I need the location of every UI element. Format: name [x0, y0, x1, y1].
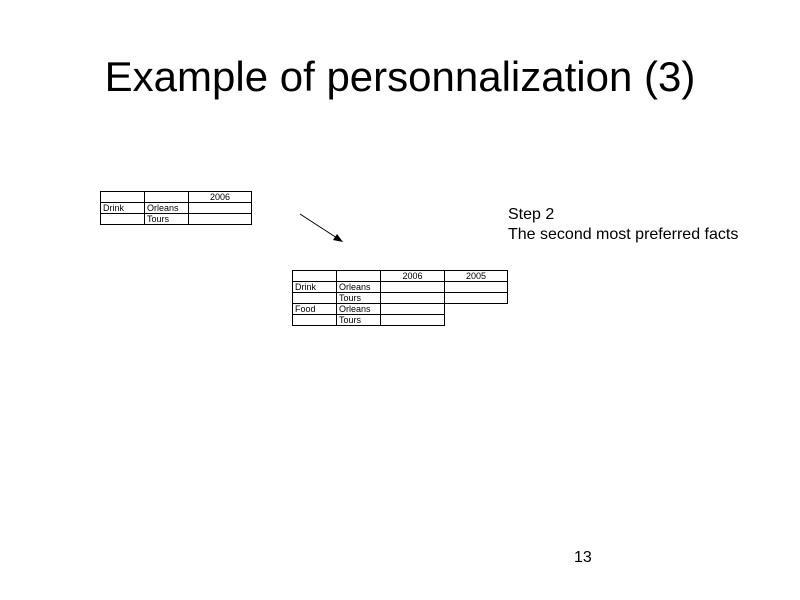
table-cell: Food: [292, 303, 337, 315]
table-cell: [336, 270, 381, 282]
table-row: Food Orleans: [292, 303, 508, 315]
table-cell: Drink: [100, 202, 145, 214]
table-cell: [380, 292, 445, 304]
table-cell: 2006: [188, 191, 252, 203]
table-cell: [144, 191, 189, 203]
table-cell: Orleans: [336, 281, 381, 293]
table-cell: [100, 191, 145, 203]
table-header-row: 2006: [100, 191, 252, 203]
table-row: Drink Orleans: [292, 281, 508, 293]
table-row: Drink Orleans: [100, 202, 252, 214]
table-cell: 2005: [444, 270, 508, 282]
table-cell: [292, 314, 337, 326]
table-cell: [188, 202, 252, 214]
table-empty-cell: [445, 315, 508, 326]
table-cell: [292, 292, 337, 304]
table-cell: [380, 281, 445, 293]
table-cell: Tours: [336, 314, 381, 326]
table-cell: [380, 314, 445, 326]
step-label: Step 2: [508, 206, 555, 223]
step-caption: Step 2 The second most preferred facts: [508, 205, 738, 245]
table-cell: [188, 213, 252, 225]
table-cell: [444, 281, 508, 293]
table-step1: 2006 Drink Orleans Tours: [100, 191, 252, 225]
page-number: 13: [574, 549, 592, 566]
table-cell: Orleans: [144, 202, 189, 214]
table-row: Tours: [100, 213, 252, 225]
table-cell: Drink: [292, 281, 337, 293]
table-step2: 2006 2005 Drink Orleans Tours Food Orlea…: [292, 270, 508, 326]
table-cell: 2006: [380, 270, 445, 282]
table-row: Tours: [292, 314, 508, 326]
step-description: The second most preferred facts: [508, 226, 739, 243]
table-cell: Tours: [336, 292, 381, 304]
table-cell: [292, 270, 337, 282]
slide-title: Example of personnalization (3): [104, 53, 696, 100]
table-cell: [100, 213, 145, 225]
table-header-row: 2006 2005: [292, 270, 508, 282]
table-row: Tours: [292, 292, 508, 304]
table-cell: [380, 303, 445, 315]
table-cell: [444, 292, 508, 304]
table-empty-cell: [445, 304, 508, 315]
table-cell: Tours: [144, 213, 189, 225]
table-cell: Orleans: [336, 303, 381, 315]
